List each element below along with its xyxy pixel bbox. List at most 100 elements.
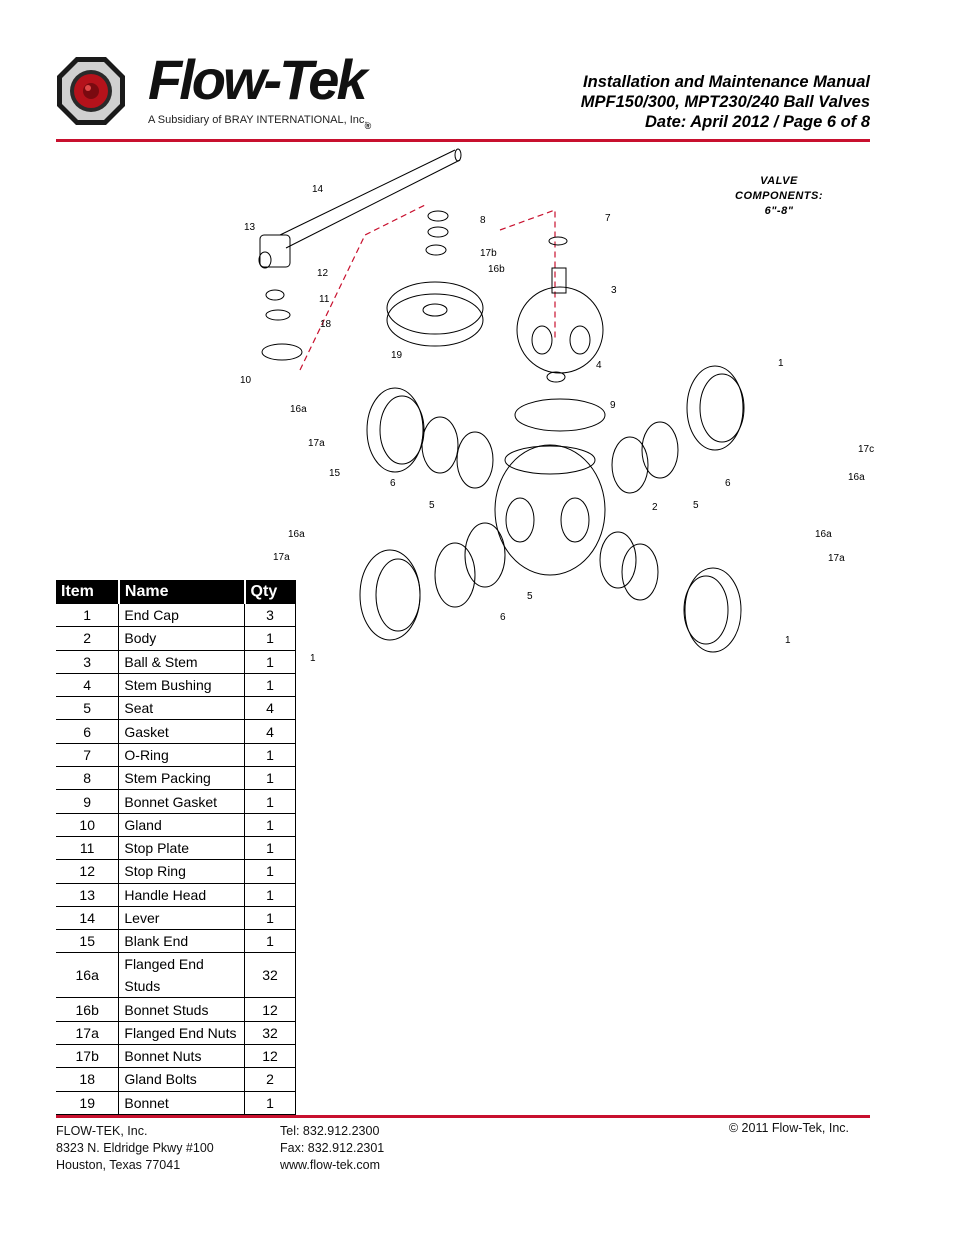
qty-cell: 32 — [244, 952, 296, 999]
name-cell: Stem Packing — [118, 766, 246, 791]
qty-cell: 1 — [244, 789, 296, 814]
item-cell: 5 — [56, 696, 120, 721]
qty-cell: 1 — [244, 1091, 296, 1115]
item-cell: 4 — [56, 673, 120, 698]
footer-address: FLOW-TEK, Inc. 8323 N. Eldridge Pkwy #10… — [56, 1124, 214, 1172]
exploded-valve-diagram: 14 13 12 11 18 10 8 7 17b 16b 3 19 4 9 1… — [240, 148, 874, 664]
svg-text:16a: 16a — [290, 404, 307, 415]
name-cell: Ball & Stem — [118, 650, 246, 674]
svg-text:16a: 16a — [288, 529, 305, 540]
model-line: MPF150/300, MPT230/240 Ball Valves — [580, 93, 870, 111]
svg-text:5: 5 — [527, 591, 533, 602]
qty-cell: 1 — [244, 813, 296, 837]
flow-tek-logo-icon — [57, 57, 125, 125]
footer-web-link[interactable]: www.flow-tek.com — [280, 1158, 381, 1172]
item-cell: 18 — [56, 1067, 120, 1092]
header-name: Name — [118, 580, 246, 604]
item-cell: 8 — [56, 766, 120, 791]
footer-rule — [56, 1115, 870, 1118]
svg-text:2: 2 — [652, 502, 658, 513]
svg-text:5: 5 — [429, 500, 435, 511]
svg-text:7: 7 — [605, 213, 611, 224]
name-cell: Stop Plate — [118, 836, 246, 861]
svg-text:13: 13 — [244, 222, 256, 233]
diagram-caption: VALVE COMPONENTS: 6"-8" — [735, 175, 823, 217]
qty-cell: 1 — [244, 650, 296, 674]
brand-subtitle: A Subsidiary of BRAY INTERNATIONAL, Inc. — [148, 114, 368, 126]
qty-cell: 1 — [244, 883, 296, 907]
name-cell: Handle Head — [118, 883, 246, 907]
svg-text:17a: 17a — [308, 438, 325, 449]
svg-text:14: 14 — [312, 184, 324, 195]
svg-text:16b: 16b — [488, 264, 505, 275]
item-cell: 16b — [56, 997, 120, 1022]
item-cell: 9 — [56, 789, 120, 814]
header-item: Item — [56, 580, 120, 604]
svg-text:1: 1 — [778, 358, 784, 369]
svg-text:1: 1 — [310, 653, 316, 664]
svg-text:1: 1 — [785, 635, 791, 646]
name-cell: Bonnet — [118, 1091, 246, 1115]
name-cell: Gland — [118, 813, 246, 837]
name-cell: Stop Ring — [118, 859, 246, 884]
name-cell: End Cap — [118, 604, 246, 628]
item-cell: 7 — [56, 743, 120, 768]
name-cell: Bonnet Gasket — [118, 789, 246, 814]
footer-fax: Fax: 832.912.2301 — [280, 1141, 385, 1155]
item-cell: 14 — [56, 906, 120, 931]
item-cell: 10 — [56, 813, 120, 837]
date-page-line: Date: April 2012 / Page 6 of 8 — [645, 113, 870, 131]
svg-text:18: 18 — [320, 319, 332, 330]
name-cell: Stem Bushing — [118, 673, 246, 698]
item-cell: 3 — [56, 650, 120, 674]
svg-text:17b: 17b — [480, 248, 497, 259]
svg-text:3: 3 — [611, 285, 617, 296]
name-cell: Bonnet Nuts — [118, 1044, 246, 1069]
qty-cell: 1 — [244, 766, 296, 791]
brand-name: Flow-Tek® — [148, 48, 372, 132]
item-cell: 17b — [56, 1044, 120, 1069]
parts-table-header: Item Name Qty — [56, 580, 296, 604]
qty-cell: 1 — [244, 836, 296, 861]
item-cell: 11 — [56, 836, 120, 861]
qty-cell: 2 — [244, 1067, 296, 1092]
svg-text:6: 6 — [390, 478, 396, 489]
name-cell: Lever — [118, 906, 246, 931]
footer-contact: Tel: 832.912.2300 Fax: 832.912.2301 www.… — [280, 1123, 384, 1174]
name-cell: Seat — [118, 696, 246, 721]
name-cell: Blank End — [118, 929, 246, 954]
svg-text:19: 19 — [391, 350, 403, 361]
qty-cell: 4 — [244, 719, 296, 744]
item-cell: 12 — [56, 859, 120, 884]
name-cell: Flanged End Studs — [118, 952, 246, 999]
body-drawing — [494, 444, 606, 576]
qty-cell: 1 — [244, 673, 296, 698]
qty-cell: 12 — [244, 1044, 296, 1069]
item-cell: 13 — [56, 883, 120, 907]
qty-cell: 12 — [244, 997, 296, 1022]
qty-cell: 3 — [244, 604, 296, 628]
svg-text:16a: 16a — [815, 529, 832, 540]
name-cell: Body — [118, 626, 246, 651]
qty-cell: 4 — [244, 696, 296, 721]
svg-text:10: 10 — [240, 375, 252, 386]
manual-title: Installation and Maintenance Manual — [583, 73, 870, 91]
header-rule — [56, 139, 870, 142]
item-cell: 1 — [56, 604, 120, 628]
lever-drawing — [258, 148, 462, 269]
footer-copyright: © 2011 Flow-Tek, Inc. — [728, 1121, 849, 1135]
